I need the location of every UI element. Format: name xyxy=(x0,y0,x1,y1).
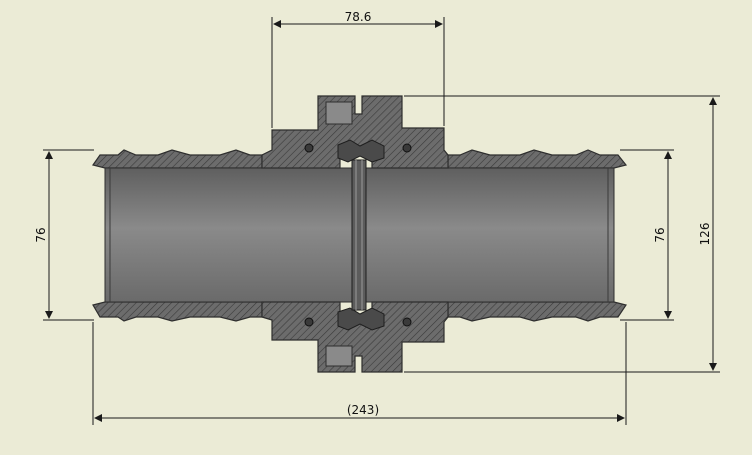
upper-left-pipe-wall xyxy=(92,149,263,169)
dim-label-left-bore: 76 xyxy=(34,227,48,242)
center-gasket xyxy=(351,159,367,311)
lower-seal-ring xyxy=(337,307,385,331)
lower-left-pipe-wall xyxy=(92,301,263,322)
lower-o-ring-right xyxy=(402,317,412,327)
coupling-section xyxy=(92,95,628,373)
lower-nut-inner-groove xyxy=(325,345,353,367)
lower-o-ring-left xyxy=(304,317,314,327)
dim-label-overall-length: (243) xyxy=(347,403,379,417)
upper-o-ring-right xyxy=(402,143,412,153)
dimension-annotations: 78.6 (243) 76 76 126 xyxy=(34,10,720,425)
upper-right-pipe-wall xyxy=(447,149,628,169)
upper-o-ring-left xyxy=(304,143,314,153)
lower-right-pipe-wall xyxy=(447,301,627,322)
upper-nut-inner-groove xyxy=(325,101,353,125)
upper-seal-ring xyxy=(337,139,385,163)
dim-label-outer-height: 126 xyxy=(698,223,712,246)
dim-label-right-bore: 76 xyxy=(653,227,667,242)
dim-label-nut-width: 78.6 xyxy=(345,10,372,24)
